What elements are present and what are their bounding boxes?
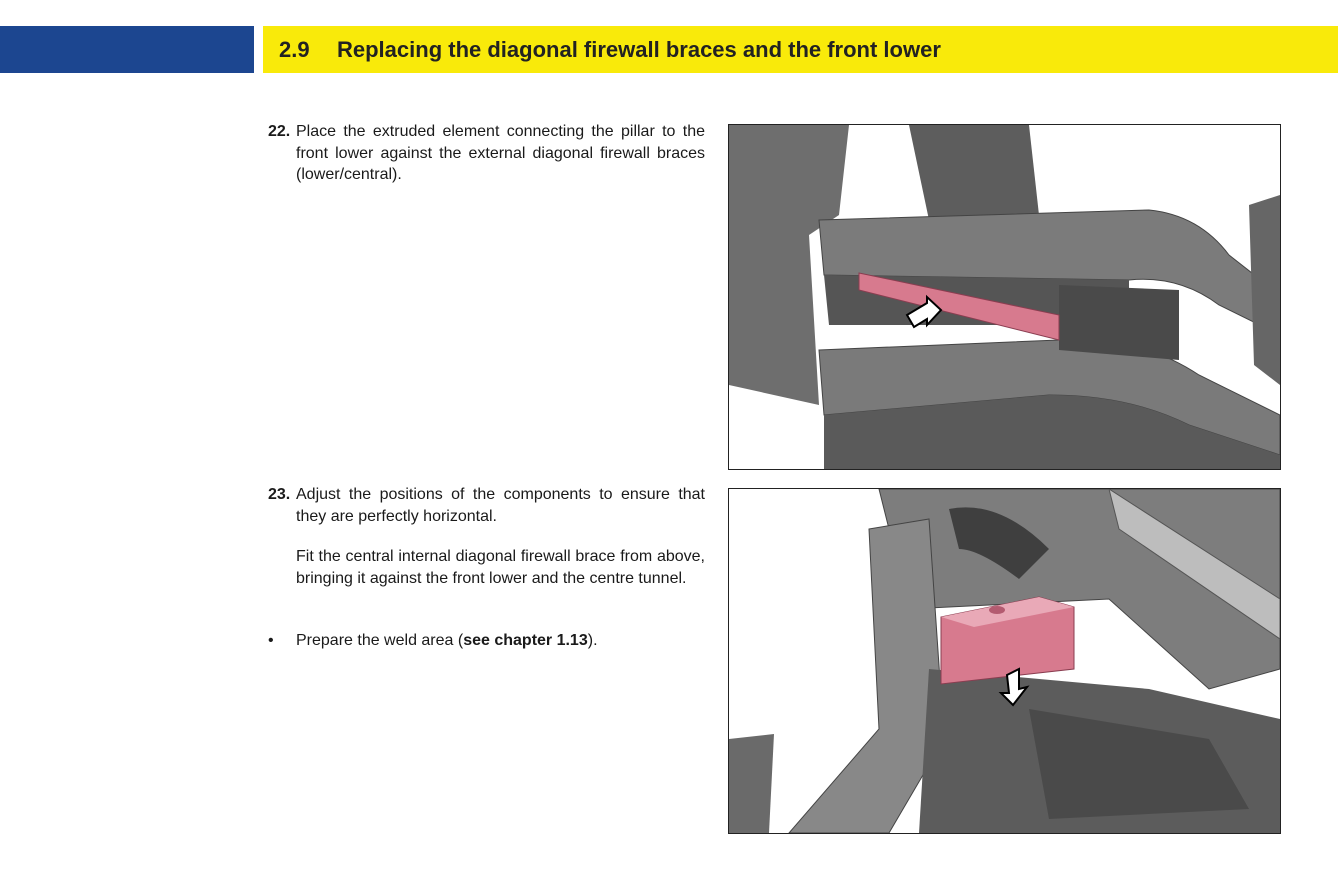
arrow-icon <box>998 667 1030 707</box>
figure-step-22 <box>728 124 1281 470</box>
section-number: 2.9 <box>279 36 310 62</box>
figure-step-23 <box>728 488 1281 834</box>
bullet-icon: • <box>268 632 274 649</box>
highlighted-brace <box>858 272 1060 341</box>
section-title: Replacing the diagonal firewall braces a… <box>337 36 941 62</box>
step-number: 23. <box>268 486 291 503</box>
step-text: Place the extruded element connecting th… <box>296 123 705 183</box>
arrow-icon <box>905 294 943 329</box>
step-text: Adjust the positions of the components t… <box>296 486 705 525</box>
step-text: Fit the central internal diagonal firewa… <box>296 548 705 587</box>
step-number: 22. <box>268 123 291 140</box>
chapter-color-bar <box>0 26 254 73</box>
bullet-item: • Prepare the weld area (see chapter 1.1… <box>268 630 705 652</box>
chapter-reference: see chapter 1.13 <box>463 632 588 649</box>
step-23: 23. Adjust the positions of the componen… <box>268 484 705 608</box>
step-22: 22. Place the extruded element connectin… <box>268 121 705 205</box>
section-header: 2.9 Replacing the diagonal firewall brac… <box>263 26 1338 73</box>
